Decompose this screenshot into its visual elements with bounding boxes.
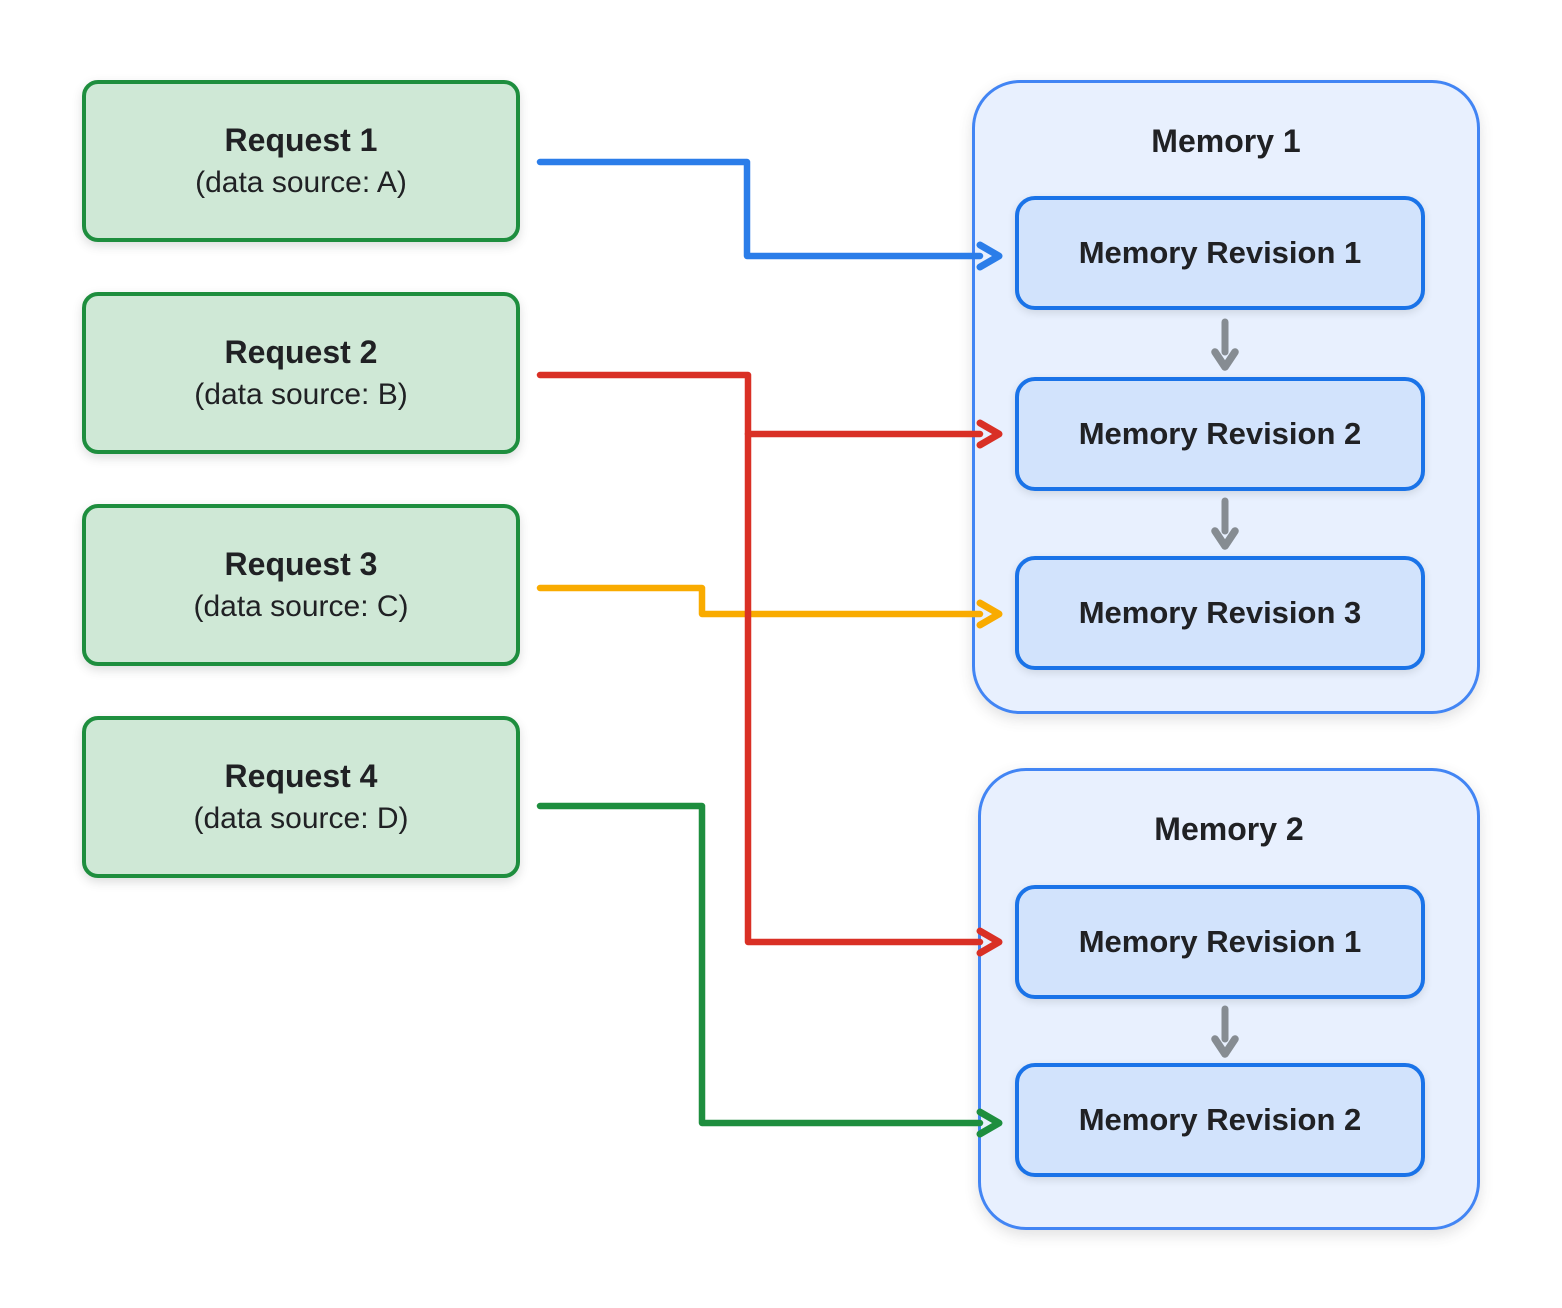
connector-request2-to-memory2-revision1 — [536, 371, 1003, 957]
connector-request3-to-memory1-revision3 — [536, 584, 1003, 629]
memory-2-title: Memory 2 — [1154, 811, 1304, 847]
memory-1-revision-1-box: Memory Revision 1 — [1015, 196, 1425, 310]
memory-2-revision-2-box: Memory Revision 2 — [1015, 1063, 1425, 1177]
request-1-subtitle: (data source: A) — [195, 165, 407, 199]
request-3-box: Request 3 (data source: C) — [82, 504, 520, 666]
connector-request1-to-memory1-revision1 — [536, 158, 1003, 271]
memory-1-revision-2-box: Memory Revision 2 — [1015, 377, 1425, 491]
request-2-subtitle: (data source: B) — [194, 377, 408, 411]
memory-1-revision-3-box: Memory Revision 3 — [1015, 556, 1425, 670]
memory-1-title: Memory 1 — [1151, 123, 1301, 159]
memory-2-revision-1-box: Memory Revision 1 — [1015, 885, 1425, 999]
request-2-title: Request 2 — [224, 334, 378, 371]
request-4-title: Request 4 — [224, 758, 378, 795]
request-2-box: Request 2 (data source: B) — [82, 292, 520, 454]
request-4-box: Request 4 (data source: D) — [82, 716, 520, 878]
request-1-title: Request 1 — [224, 122, 378, 159]
request-3-subtitle: (data source: C) — [193, 589, 409, 623]
request-3-title: Request 3 — [224, 546, 378, 583]
memory-1-container: Memory 1 Memory Revision 1 Memory Revisi… — [972, 80, 1480, 714]
memory-2-container: Memory 2 Memory Revision 1 Memory Revisi… — [978, 768, 1480, 1230]
request-1-box: Request 1 (data source: A) — [82, 80, 520, 242]
request-4-subtitle: (data source: D) — [193, 801, 409, 835]
connector-request4-to-memory2-revision2 — [536, 802, 1003, 1138]
